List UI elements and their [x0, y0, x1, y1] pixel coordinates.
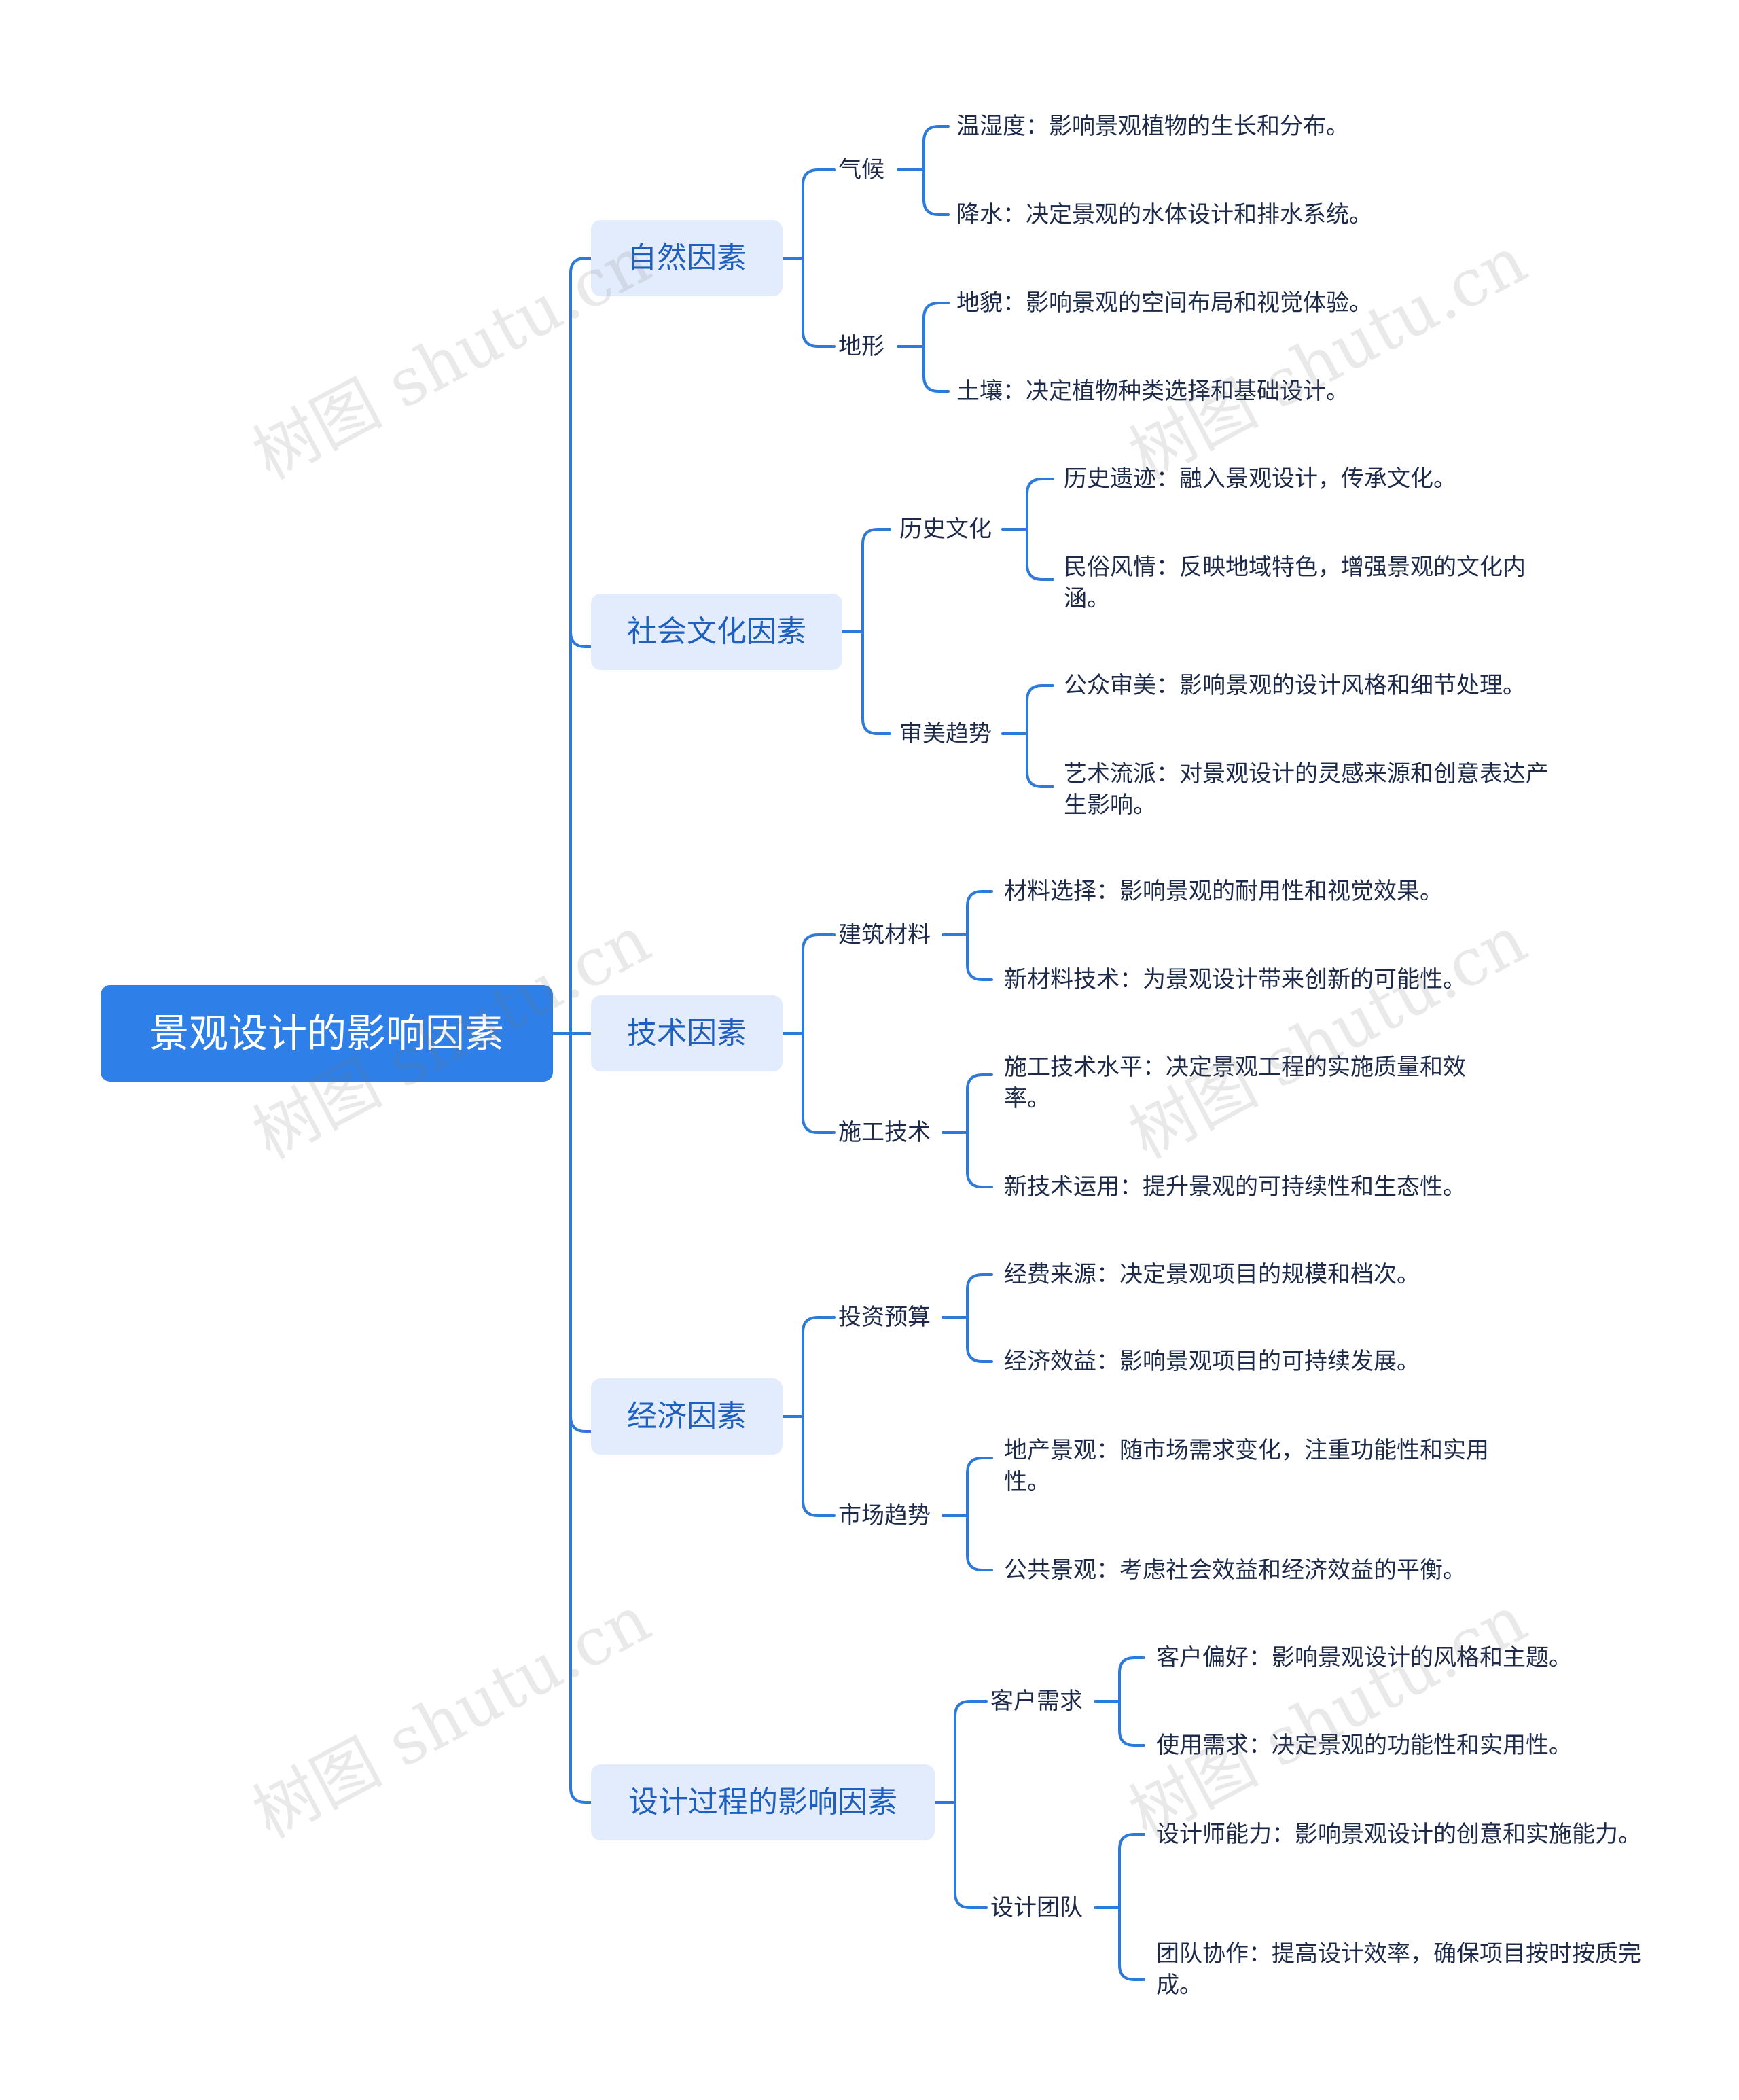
subtopic-construction-tech[interactable]: 施工技术: [838, 1119, 931, 1146]
subtopic-climate[interactable]: 气候: [838, 156, 884, 183]
subtopic-client-needs[interactable]: 客户需求: [990, 1688, 1083, 1715]
leaf-new-material-tech[interactable]: 新材料技术：为景观设计带来创新的可能性。: [1004, 966, 1466, 993]
leaf-usage-needs[interactable]: 使用需求：决定景观的功能性和实用性。: [1156, 1732, 1572, 1759]
leaf-team-collaboration[interactable]: 团队协作：提高设计效率，确保项目按时按质完成。: [1156, 1940, 1641, 1999]
topic-economic-factors[interactable]: 经济因素: [591, 1378, 783, 1455]
subtopic-history-culture[interactable]: 历史文化: [899, 516, 992, 543]
subtopic-design-team[interactable]: 设计团队: [990, 1894, 1083, 1921]
leaf-designer-ability[interactable]: 设计师能力：影响景观设计的创意和实施能力。: [1156, 1821, 1641, 1848]
root-topic[interactable]: 景观设计的影响因素: [101, 985, 553, 1082]
leaf-folk-customs[interactable]: 民俗风情：反映地域特色，增强景观的文化内涵。: [1064, 554, 1526, 612]
subtopic-terrain[interactable]: 地形: [838, 333, 884, 360]
topic-design-process-factors[interactable]: 设计过程的影响因素: [591, 1764, 935, 1840]
leaf-temperature-humidity[interactable]: 温湿度：影响景观植物的生长和分布。: [956, 113, 1349, 140]
leaf-public-aesthetics[interactable]: 公众审美：影响景观的设计风格和细节处理。: [1064, 672, 1526, 699]
leaf-public-landscape[interactable]: 公共景观：考虑社会效益和经济效益的平衡。: [1004, 1556, 1466, 1584]
leaf-construction-level[interactable]: 施工技术水平：决定景观工程的实施质量和效率。: [1004, 1054, 1466, 1112]
leaf-economic-benefit[interactable]: 经济效益：影响景观项目的可持续发展。: [1004, 1348, 1420, 1375]
subtopic-aesthetic-trends[interactable]: 审美趋势: [899, 720, 992, 747]
leaf-material-selection[interactable]: 材料选择：影响景观的耐用性和视觉效果。: [1004, 878, 1443, 905]
leaf-historic-sites[interactable]: 历史遗迹：融入景观设计，传承文化。: [1064, 465, 1456, 493]
leaf-soil[interactable]: 土壤：决定植物种类选择和基础设计。: [956, 378, 1349, 405]
leaf-new-tech-application[interactable]: 新技术运用：提升景观的可持续性和生态性。: [1004, 1173, 1466, 1200]
subtopic-investment-budget[interactable]: 投资预算: [838, 1304, 931, 1331]
topic-technical-factors[interactable]: 技术因素: [591, 995, 783, 1071]
subtopic-building-materials[interactable]: 建筑材料: [838, 921, 931, 948]
leaf-precipitation[interactable]: 降水：决定景观的水体设计和排水系统。: [956, 201, 1372, 228]
topic-social-cultural-factors[interactable]: 社会文化因素: [591, 594, 842, 670]
topic-natural-factors[interactable]: 自然因素: [591, 220, 783, 296]
leaf-real-estate-landscape[interactable]: 地产景观：随市场需求变化，注重功能性和实用性。: [1004, 1437, 1489, 1495]
leaf-art-schools[interactable]: 艺术流派：对景观设计的灵感来源和创意表达产生影响。: [1064, 760, 1549, 819]
leaf-client-preference[interactable]: 客户偏好：影响景观设计的风格和主题。: [1156, 1644, 1572, 1671]
leaf-funding-source[interactable]: 经费来源：决定景观项目的规模和档次。: [1004, 1261, 1420, 1288]
leaf-landform[interactable]: 地貌：影响景观的空间布局和视觉体验。: [956, 289, 1372, 317]
subtopic-market-trends[interactable]: 市场趋势: [838, 1502, 931, 1529]
